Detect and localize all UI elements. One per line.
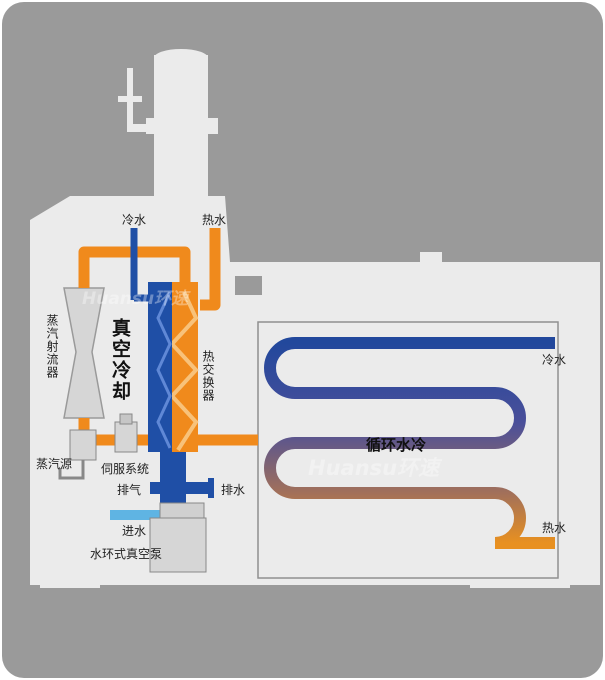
watermark-upper: Huansu环速 xyxy=(82,284,188,309)
label-heat-exchanger: 热交换器 xyxy=(201,350,215,402)
servo-device xyxy=(114,421,138,453)
label-exhaust: 排气 xyxy=(117,483,142,497)
label-circulation-cooling: 循环水冷 xyxy=(366,436,427,454)
label-drain: 排水 xyxy=(221,483,246,497)
servo-cap xyxy=(119,413,133,425)
drain-flange xyxy=(208,478,214,498)
watermark-latin: Huansu xyxy=(308,456,398,480)
watermark-chinese: 环速 xyxy=(397,456,440,480)
label-hot-water-right: 热水 xyxy=(542,521,567,535)
label-steam-source: 蒸汽源 xyxy=(36,457,73,471)
pump-head xyxy=(159,502,205,520)
watermark-chinese: 环速 xyxy=(154,289,189,309)
steam-ejector-body xyxy=(63,287,105,419)
cooling-coil xyxy=(264,337,555,549)
heat-exchanger-zigzag xyxy=(169,291,199,452)
label-cold-water-top: 冷水 xyxy=(122,213,147,227)
steam-source-pipe xyxy=(58,460,85,480)
water-ring-pump-body xyxy=(149,517,207,573)
bottom-outlet-column xyxy=(160,452,186,506)
label-servo-system: 伺服系统 xyxy=(101,462,150,476)
watermark-latin: Huansu xyxy=(82,289,155,309)
label-hot-water-top: 热水 xyxy=(202,213,227,227)
steam-source-device xyxy=(69,429,97,461)
label-water-inlet: 进水 xyxy=(122,524,147,538)
label-steam-ejector: 蒸汽射流器 xyxy=(45,314,59,379)
label-vacuum-cooling: 真空冷却 xyxy=(109,318,131,402)
label-water-ring-pump: 水环式真空泵 xyxy=(90,547,163,561)
water-inlet-pipe xyxy=(110,510,174,520)
label-cold-water-right: 冷水 xyxy=(542,353,567,367)
vacuum-cooling-zigzag xyxy=(156,291,172,449)
watermark-lower: Huansu环速 xyxy=(308,452,439,482)
exhaust-drain-pipe xyxy=(150,482,214,494)
